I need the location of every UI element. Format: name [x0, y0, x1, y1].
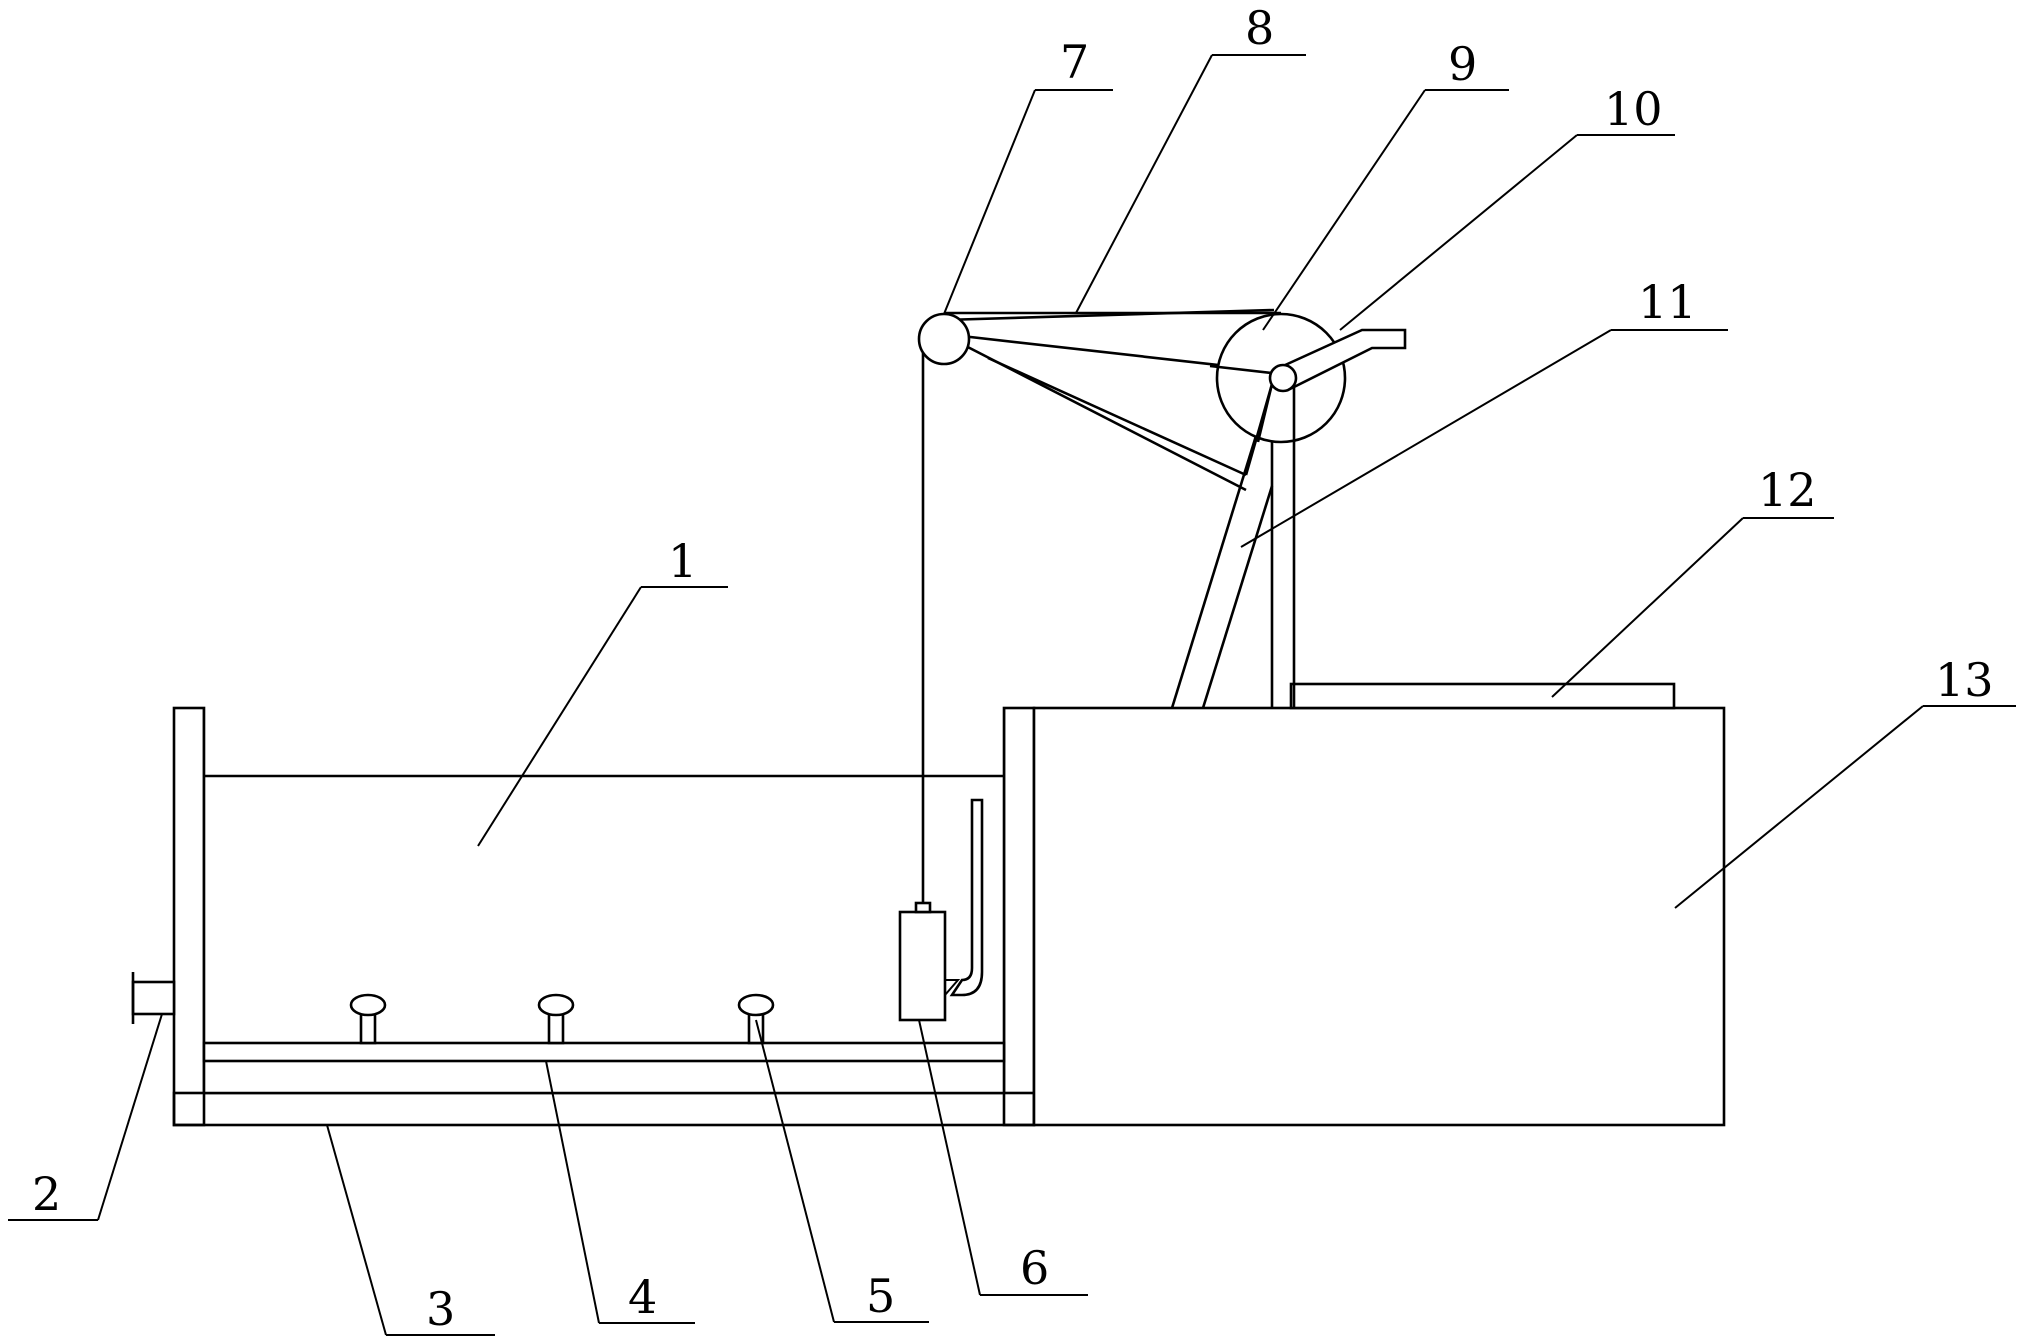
label-5: 5	[866, 1269, 895, 1323]
label-13: 13	[1935, 653, 1994, 707]
top-plate	[1289, 682, 1676, 710]
housing	[1032, 706, 1726, 1127]
label-10: 10	[1604, 82, 1663, 136]
label-11: 11	[1638, 275, 1697, 329]
label-6: 6	[1020, 1241, 1049, 1295]
outlet-pipe	[131, 972, 176, 1024]
label-12: 12	[1758, 463, 1817, 517]
tank-bottom-wall	[172, 1091, 1036, 1127]
label-2: 2	[32, 1167, 61, 1221]
tank-right-wall	[1002, 706, 1036, 1127]
label-9: 9	[1448, 37, 1477, 91]
nozzle	[349, 993, 387, 1045]
winch-drum	[1209, 312, 1347, 476]
nozzles	[349, 993, 775, 1045]
pulley	[917, 312, 971, 366]
callout-labels: 1 2 3 4 5 6 7 8 9 10 11 12 13	[32, 1, 1994, 1336]
nozzle	[737, 993, 775, 1045]
tank-left-wall	[172, 706, 206, 1127]
tank-interior	[204, 708, 1004, 1093]
bottom-pipe	[202, 1041, 1006, 1063]
float-sensor	[898, 798, 984, 1022]
label-8: 8	[1245, 1, 1274, 55]
pivot	[1268, 363, 1298, 393]
leader-lines	[8, 54, 2016, 1336]
label-7: 7	[1060, 35, 1089, 89]
nozzle	[537, 993, 575, 1045]
tank	[172, 706, 1036, 1127]
label-4: 4	[628, 1270, 657, 1324]
label-1: 1	[668, 534, 697, 588]
label-3: 3	[426, 1282, 455, 1336]
